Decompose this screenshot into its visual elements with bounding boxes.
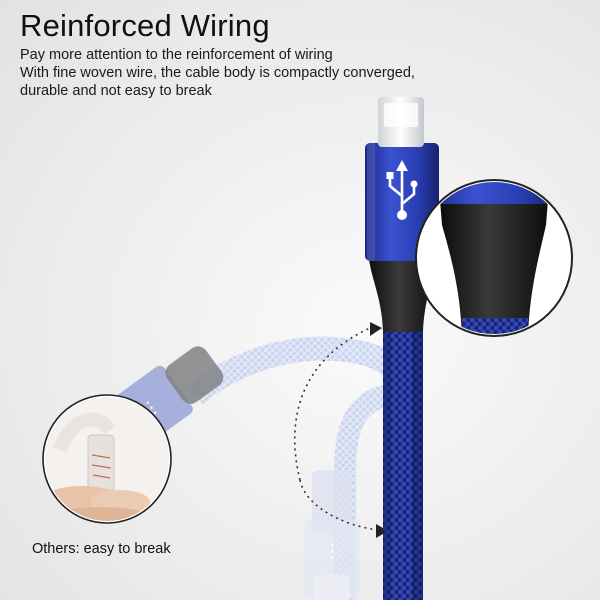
- others-caption: Others: easy to break: [32, 541, 171, 557]
- dotted-arrows: [294, 327, 379, 531]
- description-line-1: Pay more attention to the reinforcement …: [20, 47, 333, 63]
- description-line-3: durable and not easy to break: [20, 83, 212, 99]
- broken-cable-circle: [42, 394, 172, 524]
- zoom-detail-circle: [415, 179, 573, 337]
- usb-icon: [386, 160, 418, 220]
- description-line-2: With fine woven wire, the cable body is …: [20, 65, 415, 81]
- faded-usb-icon: ⫶: [329, 541, 335, 566]
- page-title: Reinforced Wiring: [20, 8, 270, 43]
- description: Pay more attention to the reinforcement …: [20, 46, 490, 100]
- braided-cable: [383, 330, 423, 600]
